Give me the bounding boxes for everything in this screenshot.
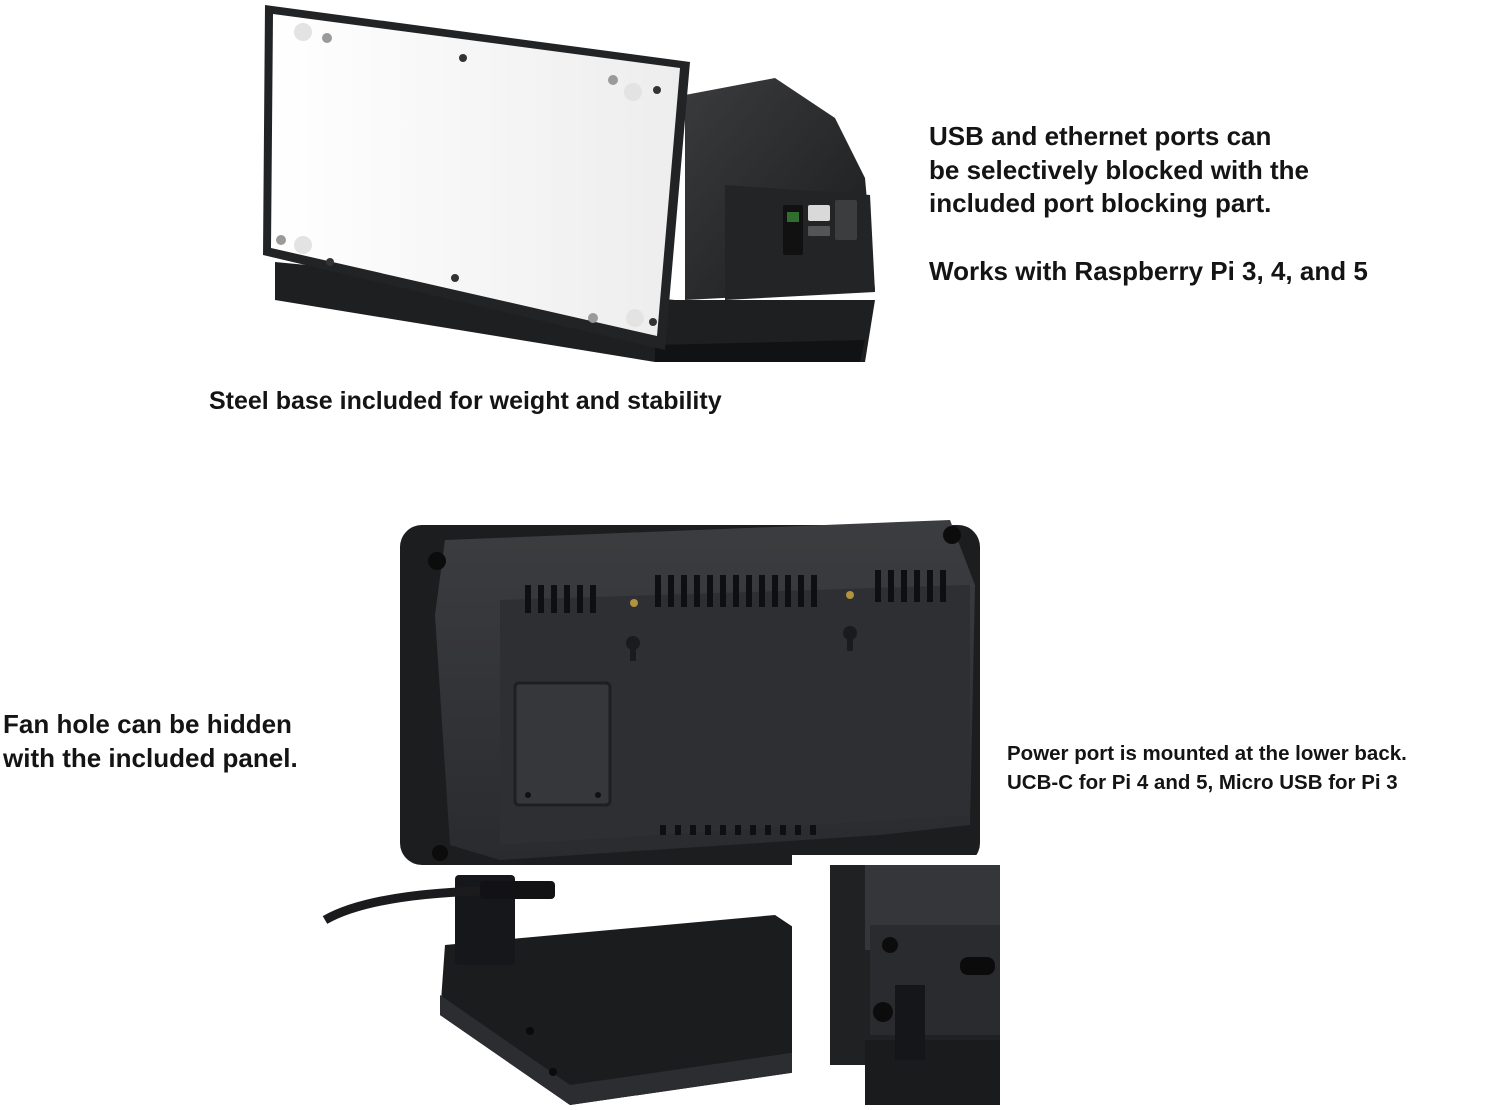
compatibility-caption: Works with Raspberry Pi 3, 4, and 5 [929,256,1368,286]
fan-hole-caption: Fan hole can be hidden with the included… [3,709,298,773]
fan-cover-panel [513,681,612,807]
top-product-photo [263,5,875,362]
usb-port [808,205,830,221]
steel-base-caption: Steel base included for weight and stabi… [209,387,722,415]
usb-ports-caption: USB and ethernet ports can be selectivel… [929,121,1310,218]
bottom-product-photo [322,520,1000,1105]
usb-c-port [960,957,995,975]
power-port-caption: Power port is mounted at the lower back.… [1007,742,1407,794]
power-cable [322,884,551,924]
power-port-closeup [830,865,1000,1105]
vent-slots [525,570,946,613]
